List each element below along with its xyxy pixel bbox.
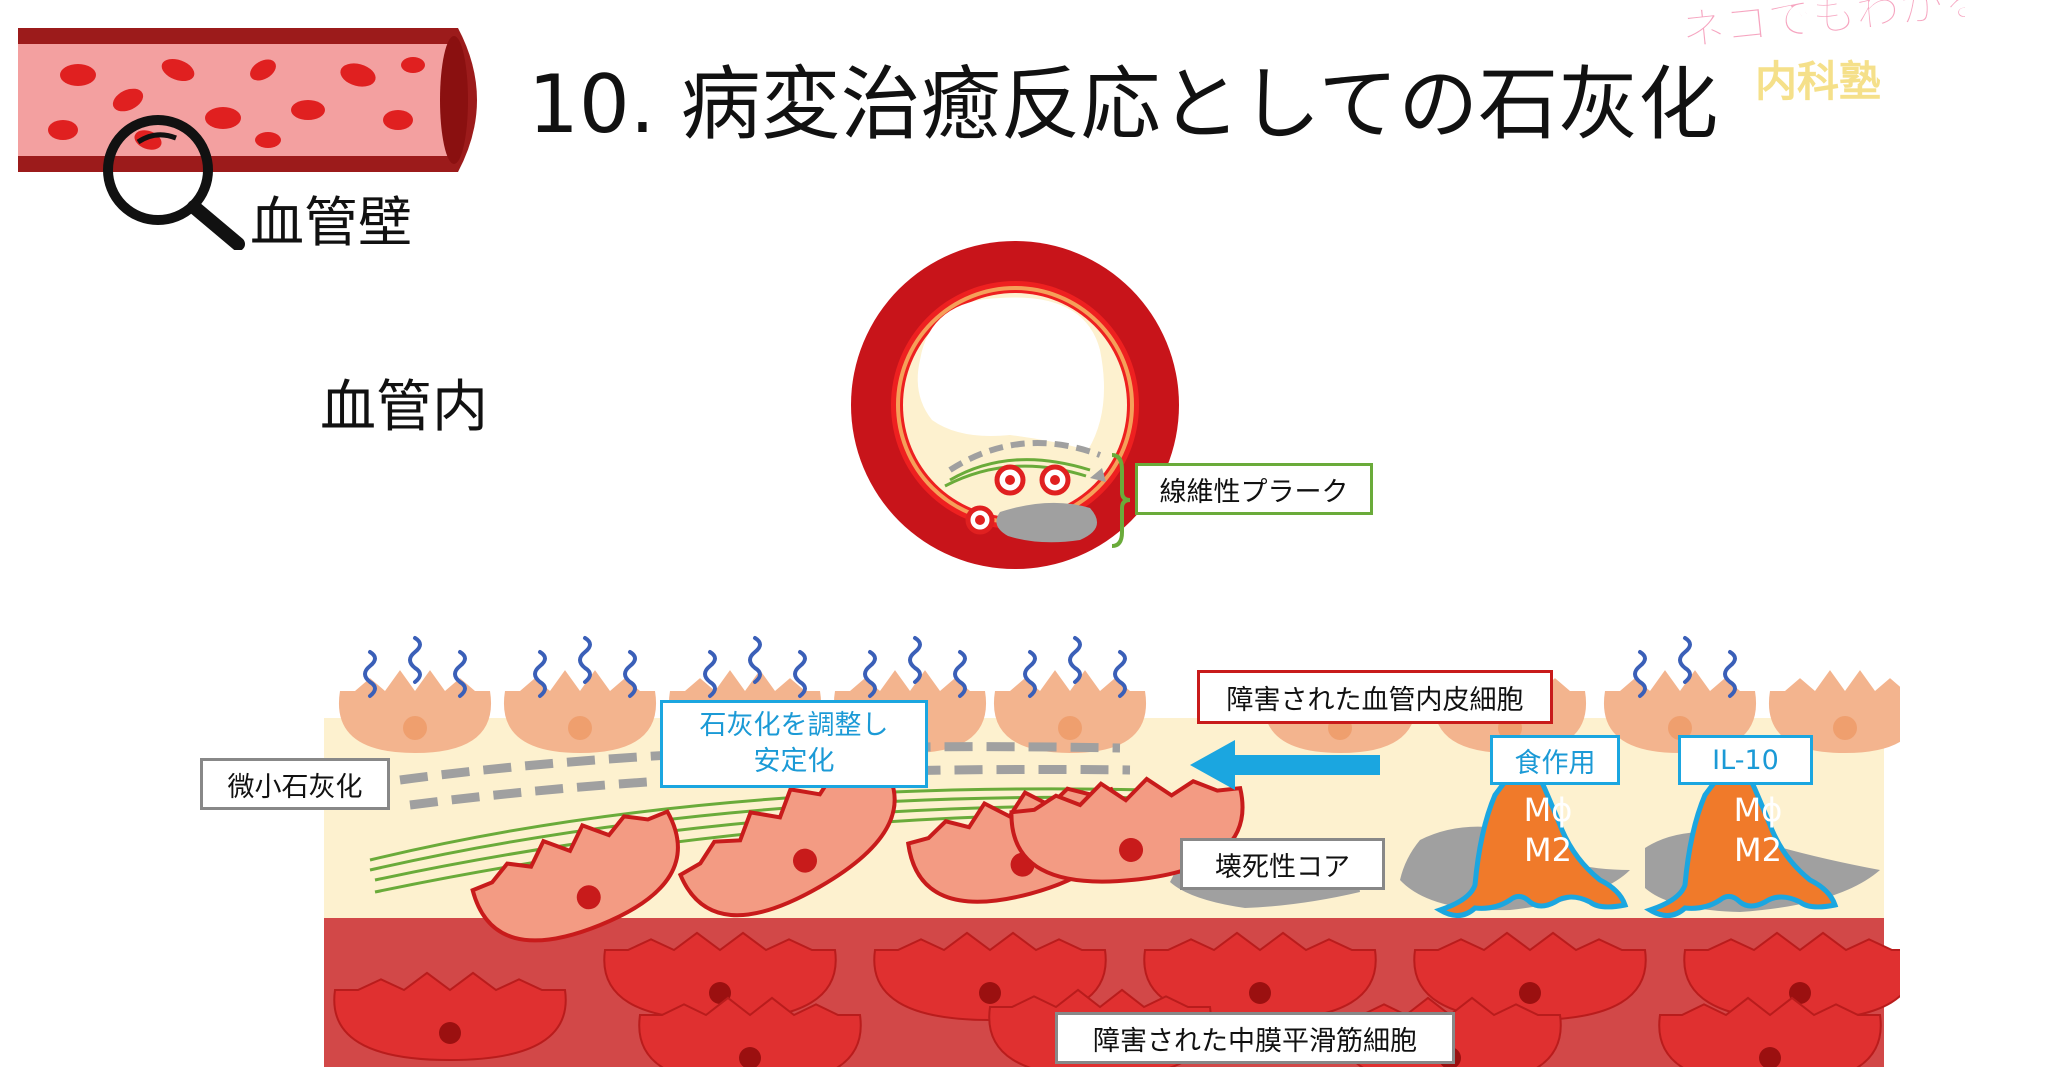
fibrous-plaque-text: 線維性プラーク (1159, 476, 1349, 508)
glycocalyx-strand (1633, 650, 1647, 698)
cell-nucleus (403, 716, 427, 740)
section-label-intravascular: 血管内 (320, 375, 488, 440)
intimal-smooth-muscle-cells (470, 757, 1245, 943)
glycocalyx-strand (953, 650, 967, 698)
phagocytosis-label: 食作用 (1490, 735, 1620, 785)
stabilize-line2: 安定化 (753, 746, 835, 777)
endothelial-cell (993, 670, 1147, 753)
smooth-muscle-cell (677, 757, 897, 918)
cell-nucleus (576, 885, 601, 910)
macrophage-line2: M2 (1524, 831, 1572, 869)
cell-nucleus (709, 982, 731, 1004)
cell-nucleus (568, 716, 592, 740)
logo-line2: 内科塾 (1755, 57, 1881, 106)
artery-cross-section (851, 241, 1179, 569)
vessel-wall-label: 血管壁 (250, 191, 412, 254)
glycocalyx-strand (533, 650, 547, 698)
endothelial-cell (1768, 670, 1900, 753)
cell-nucleus (439, 1022, 461, 1044)
smooth-muscle-cell (638, 996, 862, 1067)
vessel-wall-diagram (324, 636, 1900, 1067)
cell-nucleus (1119, 837, 1144, 862)
endothelial-cell (503, 670, 657, 753)
vessel-icon (18, 28, 477, 250)
glycocalyx (363, 636, 1737, 698)
fibrous-plaque-label: 線維性プラーク (1135, 463, 1373, 515)
cell-nucleus (1058, 716, 1082, 740)
cell-nucleus (793, 848, 817, 873)
cell-nucleus (739, 1047, 761, 1067)
micro-calcification-line (399, 742, 1121, 785)
glycocalyx-strand (408, 636, 422, 684)
micro-calcification-label: 微小石灰化 (200, 758, 390, 810)
macrophage (1434, 765, 1629, 918)
macrophage-label: Mϕ M2 (1488, 790, 1608, 870)
logo: ネコでもわかる！ 内科塾 (1675, 0, 2034, 110)
phagocytosis-text: 食作用 (1514, 747, 1596, 779)
glycocalyx-strand (1023, 650, 1037, 698)
glycocalyx-strand (793, 650, 807, 698)
glycocalyx-strand (623, 650, 637, 698)
endothelial-cell (338, 670, 492, 753)
smooth-muscle-cell (1658, 996, 1882, 1067)
cell-nucleus (1759, 1047, 1781, 1067)
endothelial-cell (1603, 670, 1757, 753)
page-title: 10. 病変治癒反応としての石灰化 (528, 58, 1719, 151)
glycocalyx-strand (748, 636, 762, 684)
cell-nucleus (1249, 982, 1271, 1004)
cell-nucleus (1519, 982, 1541, 1004)
damaged-endothelium-text: 障害された血管内皮細胞 (1226, 684, 1524, 716)
macrophage-label: Mϕ M2 (1698, 790, 1818, 870)
glycocalyx-strand (863, 650, 877, 698)
necrotic-core-text: 壊死性コア (1215, 851, 1350, 883)
macrophage (1644, 765, 1839, 918)
glycocalyx-strand (908, 636, 922, 684)
glycocalyx-strand (453, 650, 467, 698)
glycocalyx-strand (1678, 636, 1692, 684)
cell-nucleus (979, 982, 1001, 1004)
glycocalyx-strand (1068, 636, 1082, 684)
smooth-muscle-cell (333, 971, 567, 1062)
macrophage-line1: Mϕ (1523, 791, 1573, 829)
arrow-left-icon (1190, 740, 1380, 790)
logo-line1: ネコでもわかる！ (1679, 0, 1965, 57)
glycocalyx-strand (363, 650, 377, 698)
necrotic-core-label: 壊死性コア (1180, 838, 1385, 890)
cell-nucleus (1789, 982, 1811, 1004)
macrophage-line2: M2 (1734, 831, 1782, 869)
stabilize-line1: 石灰化を調整し (699, 710, 889, 741)
smooth-muscle-cell (470, 809, 680, 943)
micro-calcification-text: 微小石灰化 (227, 771, 363, 803)
il10-text: IL-10 (1712, 744, 1779, 776)
macrophage-line1: Mϕ (1733, 791, 1783, 829)
glycocalyx-strand (703, 650, 717, 698)
logo-mark: ネコでもわかる！ 内科塾 (1678, 0, 2034, 106)
smooth-muscle-text: 障害された中膜平滑筋細胞 (1093, 1025, 1417, 1057)
il10-label: IL-10 (1678, 735, 1813, 785)
glycocalyx-strand (1113, 650, 1127, 698)
glycocalyx-strand (1723, 650, 1737, 698)
damaged-endothelium-label: 障害された血管内皮細胞 (1197, 670, 1553, 724)
cell-nucleus (1668, 716, 1692, 740)
stabilize-calcification-label: 石灰化を調整し 安定化 (660, 700, 928, 788)
damaged-smooth-muscle-label: 障害された中膜平滑筋細胞 (1055, 1012, 1455, 1064)
cell-nucleus (1833, 716, 1857, 740)
glycocalyx-strand (578, 636, 592, 684)
